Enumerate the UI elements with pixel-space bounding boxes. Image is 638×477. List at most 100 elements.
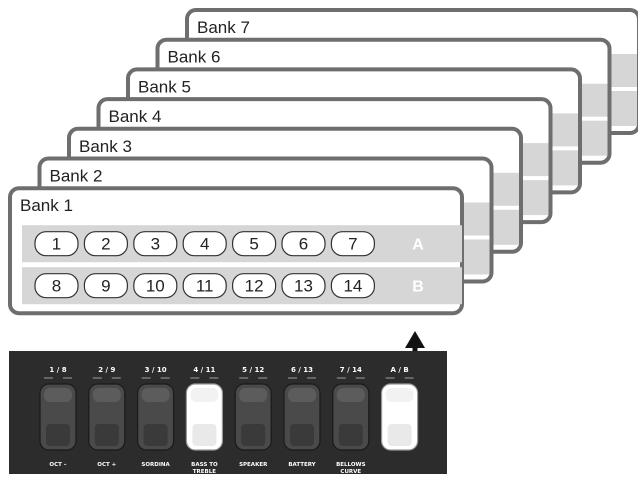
slot-button-shape (34, 273, 79, 299)
slot-button-shape (232, 273, 277, 299)
slot-button-label: 14 (343, 277, 362, 296)
footswitch-pedal (143, 424, 168, 446)
slot-button: 1 (34, 231, 79, 257)
footswitch-function-label: BELLOWS (336, 462, 366, 468)
footswitch-top-face (92, 388, 121, 402)
slot-button-label: 6 (299, 235, 308, 254)
slot-button: 6 (281, 231, 326, 257)
slot-button-shape (83, 231, 129, 257)
footswitch[interactable]: 3 / 10 SORDINA (137, 366, 175, 468)
footswitch-top-face (190, 388, 219, 402)
footswitch-number-label: 5 / 12 (242, 366, 264, 374)
row-letter-label: B (412, 279, 424, 296)
footswitch-number-label: 7 / 14 (340, 366, 362, 374)
footswitch-top-face (385, 388, 414, 402)
slot-button: 12 (232, 273, 277, 299)
footswitch-pedal (387, 424, 412, 446)
footswitch-function-label: SORDINA (141, 462, 170, 468)
footswitch-number-label: 6 / 13 (291, 366, 313, 374)
slot-button: 8 (34, 273, 79, 299)
bank-title: Bank 2 (50, 167, 103, 186)
footswitch[interactable]: 6 / 13 BATTERY (283, 366, 321, 468)
slot-button-label: 1 (52, 235, 61, 254)
bank-row-b: 8 9 10 11 12 13 14 B (22, 267, 462, 305)
slot-button-label: 3 (151, 235, 160, 254)
footswitch-pedal (290, 424, 314, 446)
slot-button: 2 (83, 231, 129, 257)
bank-title: Bank 4 (109, 107, 162, 126)
bank-title: Bank 5 (138, 77, 191, 96)
slot-button-label: 2 (101, 235, 110, 254)
slot-button-label: 11 (196, 277, 214, 296)
slot-button-label: 5 (249, 235, 258, 254)
footswitch-pedal (241, 424, 266, 446)
switch-panel-background (9, 351, 447, 474)
bank-row-a: 1 2 3 4 5 6 7 A (22, 225, 462, 263)
footswitch-function-label: BASS TO (191, 462, 218, 468)
footswitch-function-label: OCT – (49, 462, 66, 468)
slot-button: 5 (232, 231, 277, 257)
footswitch-pedal (46, 424, 70, 446)
footswitch-number-label: 4 / 11 (193, 366, 215, 374)
slot-button: 4 (182, 231, 227, 257)
slot-button-label: 8 (52, 277, 61, 296)
bank-title: Bank 1 (20, 196, 73, 215)
slot-button-shape (83, 273, 129, 299)
slot-button: 3 (133, 231, 178, 257)
footswitch-top-face (336, 388, 365, 402)
footswitch-top-face (141, 388, 170, 402)
slot-button-shape (330, 273, 375, 299)
footswitch-number-label: 2 / 9 (98, 366, 115, 374)
footswitch-function-label: OCT + (97, 462, 116, 468)
slot-button-label: 10 (146, 277, 165, 296)
footswitch-number-label: 1 / 8 (49, 366, 66, 374)
slot-button: 9 (83, 273, 129, 299)
bank-title: Bank 7 (197, 18, 250, 37)
slot-button-label: 7 (348, 235, 357, 254)
slot-button-label: 4 (200, 235, 209, 254)
footswitch[interactable]: 2 / 9 OCT + (88, 366, 126, 468)
footswitch-function-label: SPEAKER (239, 462, 268, 468)
switch-panel: 1 / 8 OCT – 2 / 9 OCT + 3 / 10 SORDINA 4 / 11 B… (9, 351, 447, 475)
footswitch-number-label: A / B (391, 366, 409, 374)
slot-button: 11 (182, 273, 227, 299)
footswitch-pedal (338, 424, 363, 446)
slot-button-label: 12 (245, 277, 264, 296)
slot-button-shape (281, 231, 326, 257)
slot-button: 14 (330, 273, 375, 299)
footswitch-top-face (239, 388, 268, 402)
slot-button-shape (182, 231, 227, 257)
arrow-head (405, 331, 425, 348)
slot-button-label: 13 (294, 277, 313, 296)
footswitch-function-label: TREBLE (193, 469, 216, 475)
footswitch-top-face (44, 388, 72, 402)
slot-button-shape (281, 273, 326, 299)
bank-title: Bank 6 (168, 48, 221, 67)
footswitch-function-label: CURVE (340, 469, 361, 475)
footswitch-pedal (94, 424, 119, 446)
footswitch-number-label: 3 / 10 (145, 366, 167, 374)
slot-button: 7 (330, 231, 375, 257)
footswitch-top-face (288, 388, 316, 402)
footswitch[interactable]: 1 / 8 OCT – (39, 366, 77, 468)
footswitch[interactable]: 5 / 12 SPEAKER (234, 366, 272, 468)
slot-button: 13 (281, 273, 326, 299)
footswitch-function-label: BATTERY (288, 462, 316, 468)
footswitch[interactable]: A / B (381, 366, 419, 451)
footswitch-pedal (192, 424, 217, 446)
slot-button: 10 (133, 273, 178, 299)
bank-title: Bank 3 (79, 137, 132, 156)
slot-button-shape (133, 231, 178, 257)
slot-button-shape (34, 231, 79, 257)
row-letter-label: A (412, 237, 424, 254)
slot-button-label: 9 (101, 277, 110, 296)
slot-button-shape (182, 273, 227, 299)
slot-button-shape (133, 273, 178, 299)
slot-button-shape (330, 231, 375, 257)
slot-button-shape (232, 231, 277, 257)
